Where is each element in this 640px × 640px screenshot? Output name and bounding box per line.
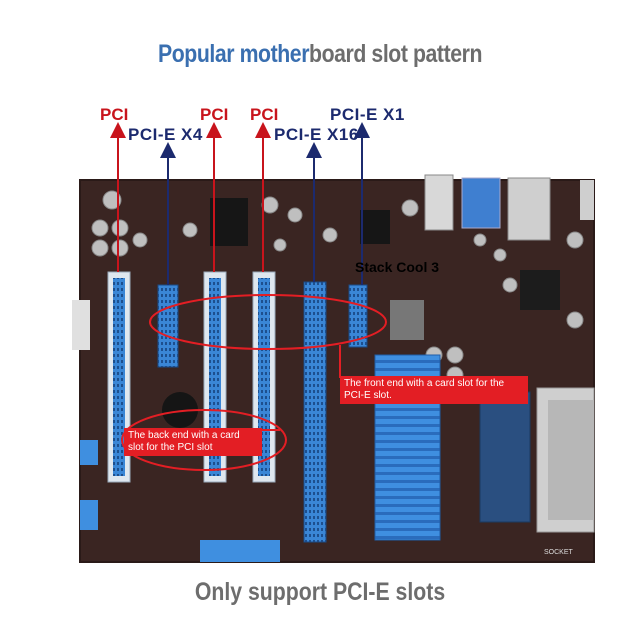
highlight-ellipse-front: [149, 294, 387, 350]
usb3-port: [461, 177, 501, 229]
callout-front-end: The front end with a card slot for the P…: [340, 376, 528, 404]
footer-caption: Only support PCI-E slots: [194, 578, 446, 606]
socket-label: SOCKET: [544, 549, 574, 556]
side-connector: [72, 300, 90, 350]
highlight-ellipse-back: [121, 409, 287, 471]
chip: [210, 198, 248, 246]
label-pcie-x16: PCI-E X16: [274, 125, 359, 144]
label-pci-3: PCI: [250, 105, 279, 124]
bottom-connector: [200, 540, 280, 562]
page-title: Popular motherboard slot pattern: [48, 40, 592, 69]
chip: [390, 300, 424, 340]
title-part-gray: board slot pattern: [309, 40, 483, 68]
io-port: [507, 177, 551, 241]
io-port: [580, 180, 594, 220]
label-pci-1: PCI: [100, 105, 129, 124]
stack-cool-label: Stack Cool 3: [355, 259, 439, 275]
label-pcie-x1: PCI-E X1: [330, 105, 405, 124]
label-pci-2: PCI: [200, 105, 229, 124]
chip: [520, 270, 560, 310]
title-part-blue: Popular mother: [157, 40, 310, 68]
io-port: [424, 174, 454, 231]
chip: [360, 210, 390, 244]
cmos-battery: [162, 392, 198, 428]
callout-back-end: The back end with a card slot for the PC…: [124, 428, 262, 456]
capacitors: [91, 190, 584, 384]
fan-headers: [80, 440, 98, 530]
label-pcie-x4: PCI-E X4: [128, 125, 203, 144]
vrm-heatsink: [479, 391, 531, 523]
